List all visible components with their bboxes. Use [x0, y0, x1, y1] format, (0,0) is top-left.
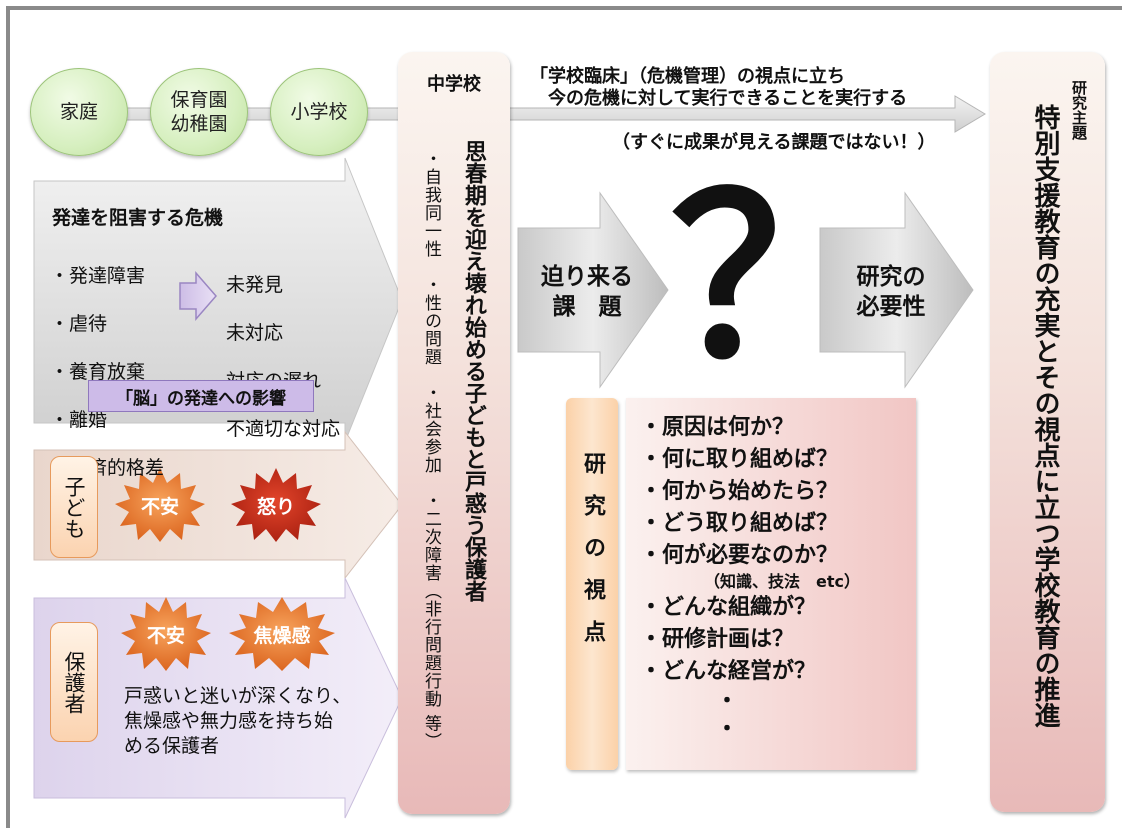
crisis-outcomes-list: 未発見 未対応 対応の遅れ 不適切な対応: [226, 249, 340, 465]
approaching-issues-line1: 迫り来る: [541, 264, 633, 290]
research-view-items: ・原因は何か？ ・何に取り組めば？ ・何から始めたら？ ・どう取り組めば？ ・何…: [640, 412, 860, 744]
research-necessity-line2: 必要性: [856, 294, 926, 320]
elementary-school-label: 小学校: [290, 101, 348, 123]
child-anger-burst: [231, 468, 321, 542]
parent-tag-label: 保護者: [62, 650, 86, 714]
child-anxiety-label: 不安: [140, 495, 179, 518]
cause-item: ・養育放棄: [50, 361, 146, 383]
brain-development-label: 「脳」の発達への影響: [116, 388, 286, 409]
child-arrow-shape: [33, 430, 403, 580]
outcome-item: 未発見: [226, 274, 284, 296]
view-item: ・何に取り組めば？: [640, 447, 839, 472]
research-view-list-box: [626, 398, 916, 770]
view-item: ・どんな経営が？: [640, 659, 817, 684]
research-view-label: 研究の視点: [580, 452, 605, 662]
view-item-note: （知識、技法 etc）: [704, 572, 860, 591]
nursery-kindergarten-circle: 保育園 幼稚園: [150, 68, 248, 156]
home-circle: 家庭: [30, 68, 128, 156]
cause-item: ・発達障害: [50, 265, 146, 287]
view-item: ・何が必要なのか？: [640, 543, 839, 568]
middle-school-sub-text: ・自我同一性 ・性の問題 ・社会参加 ・二次障害（非行問題行動 等）: [421, 150, 441, 751]
outcome-item: 未対応: [226, 322, 284, 344]
view-item: ・どう取り組めば？: [640, 511, 839, 536]
approaching-issues-line2: 課 題: [552, 294, 622, 320]
top-arrow-line1: 「学校臨床」（危機管理）の視点に立ち: [530, 66, 845, 87]
parent-anxiety-burst: [121, 597, 211, 671]
outcome-item: 不適切な対応: [226, 418, 341, 440]
research-theme-label: 研究主題: [1070, 80, 1088, 140]
cause-to-outcome-arrow: [179, 270, 217, 322]
frame-border-left: [6, 6, 10, 828]
elementary-school-circle: 小学校: [270, 68, 368, 156]
top-arrow-line2: 今の危機に対して実行できることを実行する: [548, 88, 908, 109]
child-tag: 子ども: [50, 456, 98, 558]
view-item-ellipsis: ・: [716, 689, 739, 714]
approaching-issues-arrow-shape: [517, 191, 669, 389]
parent-description: 戸惑いと迷いが深くなり、 焦燥感や無力感を持ち始 める保護者: [124, 685, 352, 757]
cause-item: ・離婚: [50, 409, 108, 431]
view-item: ・研修計画は？: [640, 627, 795, 652]
child-anger-label: 怒り: [256, 495, 295, 518]
view-item-ellipsis: ・: [716, 717, 739, 742]
brain-development-box: 「脳」の発達への影響: [88, 380, 314, 412]
home-label: 家庭: [59, 101, 98, 123]
question-mark: ？: [670, 148, 891, 407]
middle-school-column: [398, 52, 510, 814]
approaching-issues-label: 迫り来る 課 題: [532, 262, 642, 322]
view-item: ・どんな組織が？: [640, 595, 817, 620]
middle-school-main-text: 思春期を迎え壊れ始める子どもと戸惑う保護者: [461, 140, 486, 602]
research-necessity-arrow-shape: [819, 191, 974, 389]
cause-item: ・虐待: [50, 313, 108, 335]
middle-school-title: 中学校: [427, 74, 481, 95]
top-arrow-line3: （すぐに成果が見える課題ではない！）: [612, 132, 936, 153]
research-theme-column: [990, 52, 1105, 812]
crisis-title: 発達を阻害する危機: [52, 207, 224, 229]
view-item: ・原因は何か？: [640, 415, 795, 440]
parent-frustration-burst: [229, 597, 335, 671]
view-item: ・何から始めたら？: [640, 479, 839, 504]
research-theme-text: 特別支援教育の充実とその視点に立つ学校教育の推進: [1030, 104, 1060, 728]
research-view-label-box: [566, 398, 618, 770]
child-tag-label: 子ども: [62, 475, 86, 539]
frame-border-top: [6, 6, 1122, 10]
research-necessity-line1: 研究の: [856, 264, 926, 290]
parent-anxiety-label: 不安: [146, 624, 185, 647]
parent-frustration-label: 焦燥感: [253, 624, 311, 647]
parent-tag: 保護者: [50, 622, 98, 742]
research-necessity-label: 研究の 必要性: [836, 262, 946, 322]
crisis-arrow-shape: [33, 157, 403, 443]
nursery-kindergarten-label: 保育園 幼稚園: [170, 89, 228, 135]
child-anxiety-burst: [115, 468, 205, 542]
